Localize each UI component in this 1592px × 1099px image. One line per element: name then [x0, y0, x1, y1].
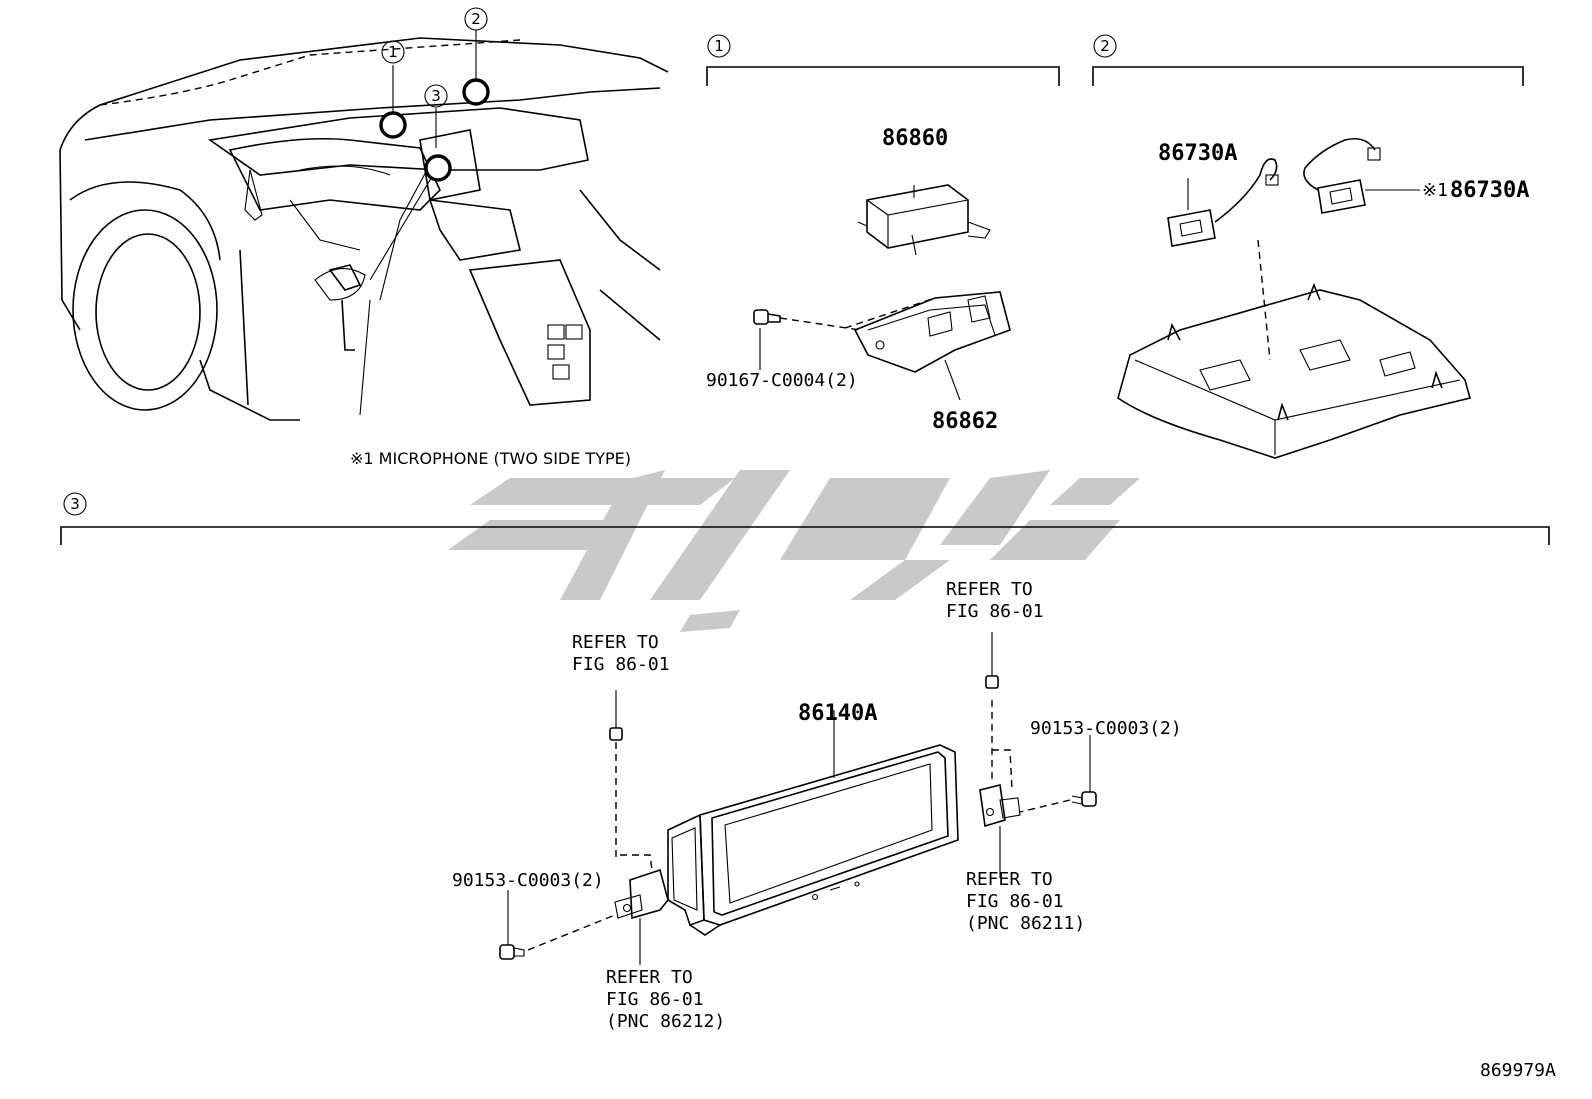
refer-right-top-line2: FIG 86-01 — [946, 601, 1044, 622]
refer-bottom-left-line3: (PNC 86212) — [606, 1011, 725, 1032]
computer-bracket-drawing — [779, 291, 1011, 401]
callout-1-label: 1 — [388, 43, 398, 61]
part-86730a-right-mark: ※1 — [1422, 180, 1448, 201]
microphone-note: ※1 MICROPHONE (TWO SIDE TYPE) — [350, 449, 631, 468]
section-3-frame — [60, 492, 1550, 545]
microphone-assembly-drawing — [1117, 137, 1471, 459]
refer-bottom-right-line1: REFER TO — [966, 869, 1053, 890]
section-2-frame — [1092, 34, 1524, 86]
part-86140a-label: 86140A — [798, 701, 877, 726]
part-86730a-left-label: 86730A — [1158, 141, 1237, 166]
screw-90167-drawing — [753, 309, 781, 370]
section-1-number: 1 — [714, 37, 724, 55]
section-2-number: 2 — [1100, 37, 1110, 55]
watermark-logo — [448, 470, 1140, 632]
vehicle-interior-illustration — [59, 7, 669, 421]
part-90167-label: 90167-C0004(2) — [706, 370, 858, 391]
part-90153-right-label: 90153-C0003(2) — [1030, 718, 1182, 739]
refer-bottom-left-line1: REFER TO — [606, 967, 693, 988]
refer-right-top-line1: REFER TO — [946, 579, 1033, 600]
refer-bottom-right-line3: (PNC 86211) — [966, 913, 1085, 934]
display-unit-drawing — [499, 632, 1097, 965]
refer-bottom-right-line2: FIG 86-01 — [966, 891, 1064, 912]
figure-id: 869979A — [1480, 1060, 1556, 1081]
part-90153-left-label: 90153-C0003(2) — [452, 870, 604, 891]
airbag-computer-drawing — [857, 184, 991, 256]
section-1-frame — [706, 34, 1060, 86]
refer-left-top-line1: REFER TO — [572, 632, 659, 653]
part-86730a-right-label: 86730A — [1450, 178, 1529, 203]
part-86862-label: 86862 — [932, 409, 998, 434]
refer-left-top-line2: FIG 86-01 — [572, 654, 670, 675]
refer-bottom-left-line2: FIG 86-01 — [606, 989, 704, 1010]
part-86860-label: 86860 — [882, 126, 948, 151]
callout-3-label: 3 — [431, 87, 441, 105]
section-3-number: 3 — [70, 495, 80, 513]
callout-2-label: 2 — [471, 10, 481, 28]
